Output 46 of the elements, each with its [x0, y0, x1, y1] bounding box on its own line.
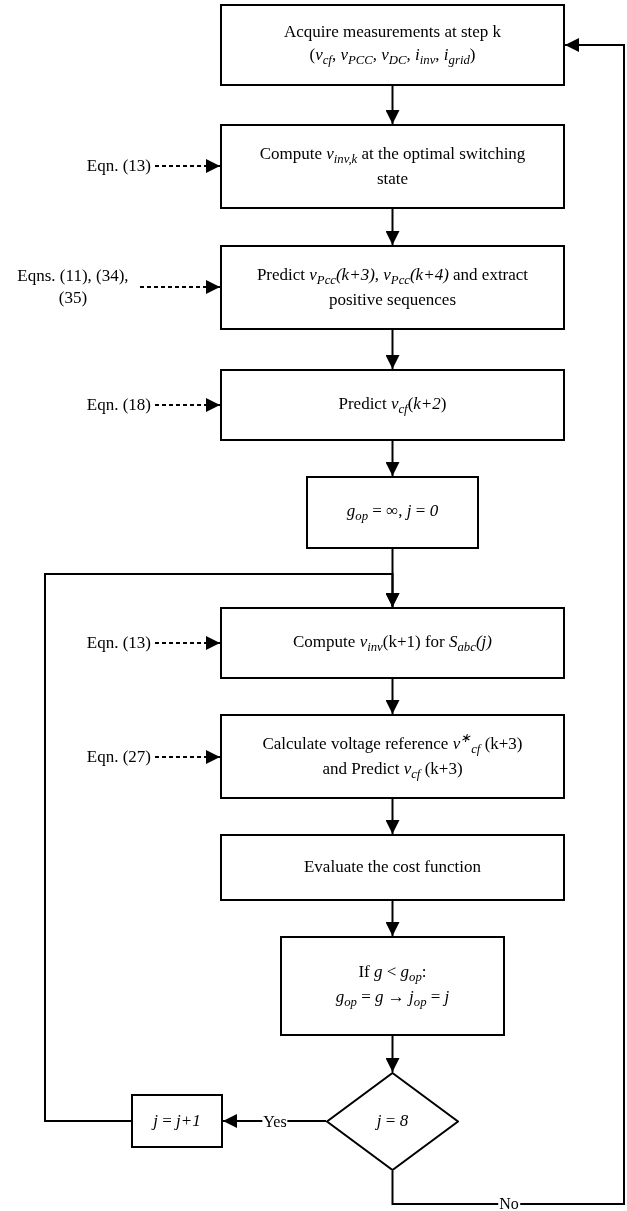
process-box — [220, 834, 565, 901]
step-text: (v$_{cf}$, v$_{PCC}$, v$_{DC}$, i$_{inv}$, i$_{grid}$) — [308, 43, 477, 69]
step-text: Evaluate the cost function — [303, 856, 482, 879]
arrow — [44, 573, 400, 1122]
equation-reference: Eqn. (27) — [86, 745, 151, 768]
arrow — [385, 678, 400, 715]
dashed-arrow — [154, 750, 221, 764]
equation-reference: Eqn. (13) — [86, 154, 151, 177]
arrow — [385, 85, 400, 125]
process-box — [220, 4, 565, 86]
dashed-arrow — [139, 280, 221, 294]
step-text: If g < g$_{op}$: — [357, 961, 428, 986]
process-box — [280, 936, 505, 1036]
arrow — [385, 440, 400, 477]
edge-label: No — [498, 1196, 520, 1211]
process-box — [220, 714, 565, 799]
step-text: Compute v$_{inv}$(k+1) for S$_{abc}$(j) — [292, 630, 493, 656]
arrow — [385, 900, 400, 937]
edge-label: Yes — [262, 1114, 288, 1130]
dashed-arrow — [154, 159, 221, 173]
step-text: g$_{op}$ = g → j$_{op}$ = j — [334, 986, 451, 1011]
equation-reference: Eqn. (18) — [86, 393, 151, 416]
dashed-arrow — [154, 398, 221, 412]
decision-diamond — [326, 1072, 459, 1171]
step-text: j = j+1 — [150, 1109, 202, 1132]
step-text: Acquire measurements at step k — [282, 21, 503, 44]
process-box — [220, 369, 565, 441]
arrow — [385, 329, 400, 370]
process-box — [131, 1094, 223, 1148]
process-box — [306, 476, 479, 549]
arrow — [385, 1035, 400, 1073]
process-box — [220, 124, 565, 209]
arrow — [391, 38, 625, 1205]
step-text: Predict v$_{cf}$(k+2) — [337, 392, 448, 418]
process-box — [220, 245, 565, 330]
step-text: Calculate voltage reference v$^{∗}$$_{cf}$ (k+3) and Predict v$_{cf}$ (k+3) — [261, 730, 524, 783]
arrow — [385, 208, 400, 246]
equation-reference: Eqn. (13) — [86, 631, 151, 654]
step-text: Predict v$_{Pcc}$(k+3), v$_{Pcc}$(k+4) and extract positive sequences — [255, 263, 530, 311]
step-text: g$_{op}$ = ∞, j = 0 — [345, 500, 440, 525]
process-box — [220, 607, 565, 679]
dashed-arrow — [154, 636, 221, 650]
arrow — [385, 798, 400, 835]
step-text: j = 8 — [374, 1110, 410, 1133]
step-text: Compute v$_{inv,k}$ at the optimal switching state — [258, 142, 527, 190]
equation-reference: Eqns. (11), (34), (35) — [16, 264, 130, 309]
